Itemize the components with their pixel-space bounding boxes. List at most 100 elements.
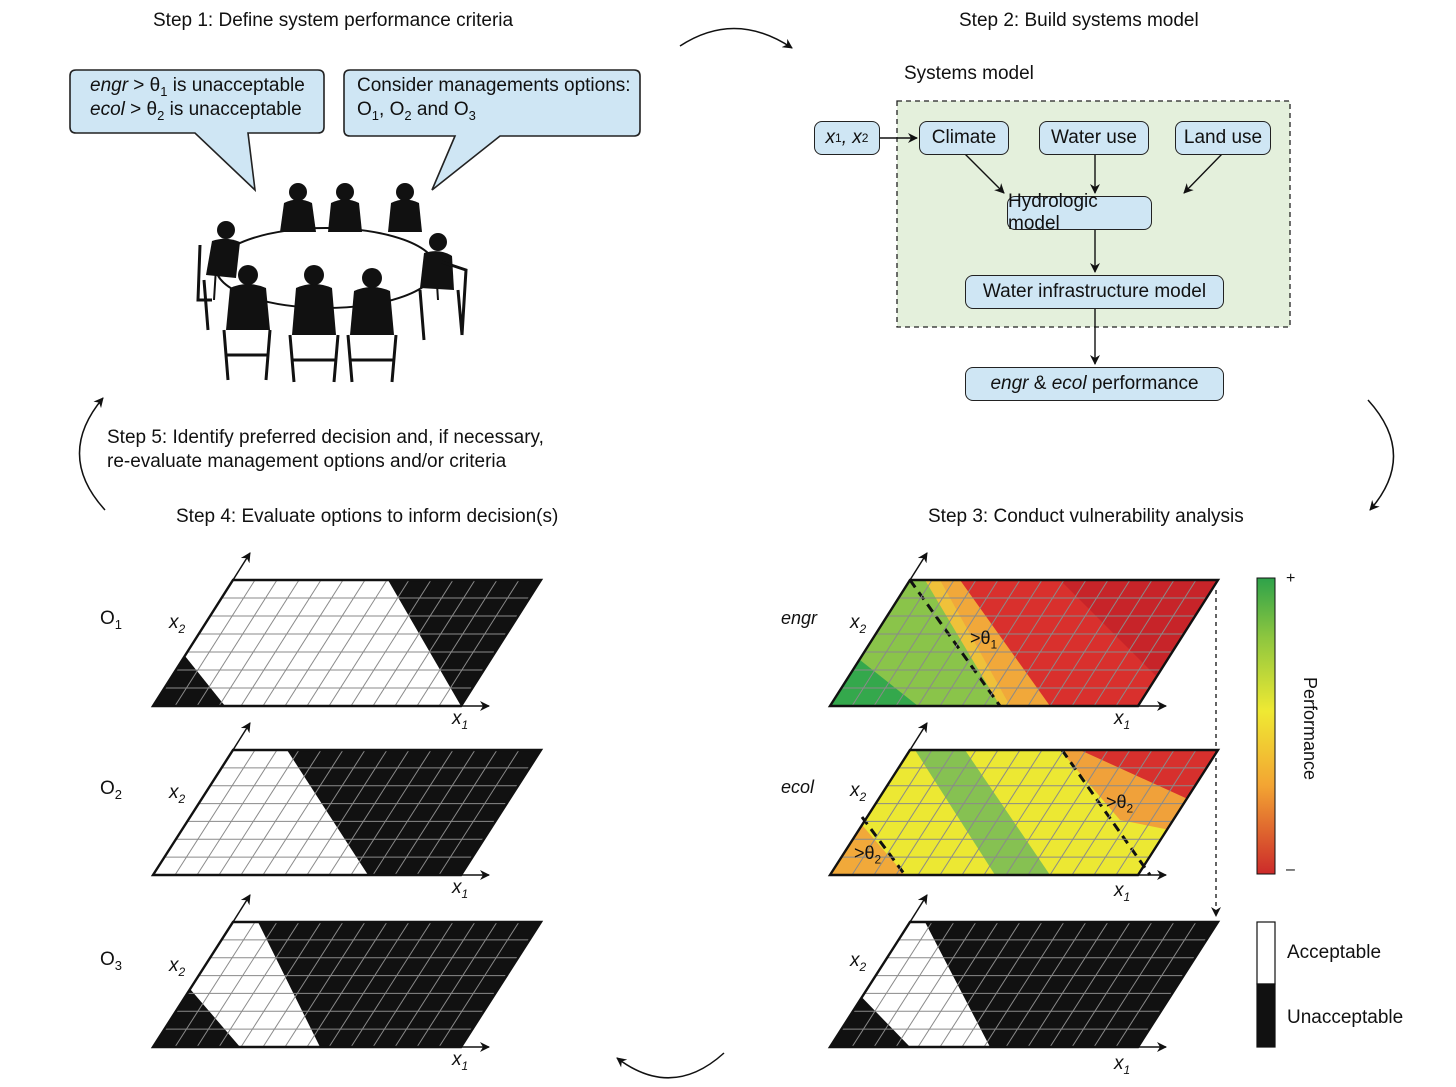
- acceptable-swatch: [1256, 921, 1276, 985]
- option2-label: O2: [100, 778, 123, 802]
- grid-line: [1115, 749, 1197, 876]
- x2-axis-arrow: [909, 552, 928, 581]
- grid-line: [983, 749, 1065, 876]
- grid-line: [262, 921, 344, 1048]
- grid-line: [262, 749, 344, 876]
- grid-line: [1093, 579, 1175, 707]
- grid-line: [851, 579, 933, 707]
- criteria-speech-bubble: [69, 69, 325, 193]
- grid-line: [306, 921, 388, 1048]
- grid-line: [1027, 749, 1109, 876]
- grid-line: [196, 921, 278, 1048]
- infrastructure-model-node: Water infrastructure model: [965, 275, 1224, 309]
- grid-line: [284, 749, 366, 876]
- engr-label: engr: [781, 608, 818, 628]
- legend-unacceptable: Unacceptable: [1287, 1007, 1404, 1028]
- grid-line: [939, 579, 1021, 707]
- grid-line: [939, 921, 1021, 1048]
- grid-line: [416, 749, 498, 876]
- axis-x1-label: x1: [452, 1049, 469, 1073]
- grid-line: [394, 749, 476, 876]
- criteria-line2: ecol > θ2 is unacceptable: [90, 99, 302, 123]
- step5-title-line1: Step 5: Identify preferred decision and,…: [107, 427, 544, 448]
- ecol-label: ecol: [781, 777, 815, 797]
- grid-line: [416, 579, 498, 707]
- grid-line: [284, 921, 366, 1048]
- cycle-arrow-step4-5: [78, 397, 106, 511]
- water-use-node: Water use: [1039, 121, 1149, 155]
- unacceptable-swatch: [1256, 983, 1276, 1048]
- performance-color-bar: [1256, 577, 1276, 875]
- axis-x2-label: x2: [169, 782, 186, 806]
- grid-line: [1071, 921, 1153, 1048]
- axis-x1-label: x1: [1114, 708, 1131, 732]
- option1-label: O1: [100, 608, 123, 632]
- grid-line: [218, 749, 300, 876]
- grid-line: [1071, 749, 1153, 876]
- step2-title: Step 2: Build systems model: [959, 10, 1199, 31]
- grid-line: [873, 579, 955, 707]
- grid-line: [196, 579, 278, 707]
- grid-line: [372, 579, 454, 707]
- grid-line: [196, 749, 278, 876]
- grid-line: [306, 579, 388, 707]
- grid-line: [240, 579, 322, 707]
- criteria-line1: engr > θ1 is unacceptable: [90, 75, 305, 99]
- grid-line: [1093, 749, 1175, 876]
- grid-line: [1049, 579, 1131, 707]
- panel-outline: [150, 920, 544, 1049]
- options-line1: Consider managements options:: [357, 75, 631, 96]
- grid-line: [328, 579, 410, 707]
- grid-line: [438, 579, 520, 707]
- option3-label: O3: [100, 949, 123, 973]
- grid-line: [438, 749, 520, 876]
- grid-line: [917, 579, 999, 707]
- panel-outline: [150, 578, 544, 708]
- step1-title: Step 1: Define system performance criter…: [153, 10, 514, 31]
- panel-outline: [827, 578, 1221, 708]
- grid-line: [895, 921, 977, 1048]
- grid-line: [372, 749, 454, 876]
- axis-x1-label: x1: [1114, 1053, 1131, 1077]
- grid-line: [1049, 749, 1131, 876]
- legend-plus: +: [1286, 570, 1296, 587]
- grid-line: [284, 579, 366, 707]
- hydrologic-model-node: Hydrologic model: [1007, 191, 1152, 234]
- ecol-threshold-line-left: [860, 816, 907, 876]
- x2-axis-arrow: [909, 722, 928, 751]
- axis-x1-label: x1: [1114, 880, 1131, 904]
- ecol-threshold-line-right: [1060, 749, 1152, 876]
- grid-line: [961, 749, 1043, 876]
- grid-line: [1005, 579, 1087, 707]
- grid-line: [895, 749, 977, 876]
- grid-line: [961, 921, 1043, 1048]
- grid-line: [917, 749, 999, 876]
- grid-line: [873, 921, 955, 1048]
- systems-model-title: Systems model: [904, 63, 1034, 84]
- grid-line: [851, 921, 933, 1048]
- panel-outline: [150, 748, 544, 877]
- axis-x2-label: x2: [169, 955, 186, 979]
- grid-line: [394, 921, 476, 1048]
- axis-x1-label: x1: [452, 708, 469, 732]
- x2-axis-arrow: [232, 552, 251, 581]
- axis-x2-label: x2: [850, 612, 867, 636]
- grid-line: [873, 749, 955, 876]
- panel-outline: [827, 920, 1221, 1049]
- grid-line: [350, 579, 432, 707]
- performance-output-node: engr & ecol performance: [965, 367, 1224, 401]
- grid-line: [218, 579, 300, 707]
- grid-line: [328, 749, 410, 876]
- grid-line: [851, 749, 933, 876]
- grid-line: [1049, 921, 1131, 1048]
- options-speech-bubble: [343, 69, 641, 191]
- grid-line: [306, 749, 388, 876]
- climate-node: Climate: [919, 121, 1009, 155]
- panel-outline: [827, 748, 1221, 877]
- x2-axis-arrow: [232, 722, 251, 751]
- land-use-node: Land use: [1175, 121, 1271, 155]
- grid-line: [240, 749, 322, 876]
- step3-title: Step 3: Conduct vulnerability analysis: [928, 506, 1244, 527]
- grid-line: [218, 921, 300, 1048]
